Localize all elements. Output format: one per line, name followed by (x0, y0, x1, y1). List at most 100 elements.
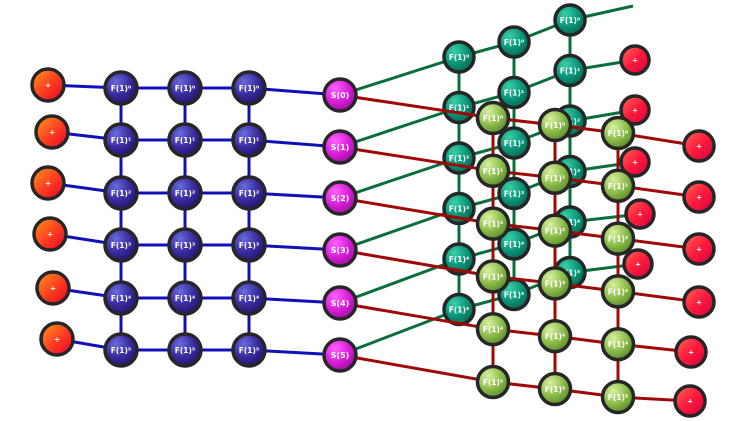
back-grid-node: F(1)¹ (497, 75, 531, 110)
back-grid-node: F(1)⁰ (553, 3, 587, 37)
left-grid-node: F(1)⁴ (103, 280, 139, 316)
left-grid-node-label: F(1)⁵ (239, 346, 259, 355)
front-grid-node-label: F(1)³ (608, 287, 628, 296)
front-output-node-label: + (687, 398, 693, 406)
left-grid-node-label: F(1)² (239, 189, 259, 198)
split-to-front-edge (339, 196, 494, 226)
left-grid-node: F(1)³ (103, 227, 139, 263)
split-to-back-edge (339, 106, 460, 149)
left-grid-node-label: F(1)⁵ (175, 346, 195, 355)
front-output-node-label: + (688, 349, 694, 357)
left-grid-node: F(1)⁰ (103, 70, 139, 106)
input-node-label: + (49, 129, 55, 137)
left-grid-node-label: F(1)² (111, 189, 131, 198)
back-output-node-label: + (635, 261, 641, 269)
split-to-front-edge (339, 145, 494, 173)
input-node-label: + (54, 336, 60, 344)
front-output-node: + (682, 180, 716, 214)
back-grid-node-label: F(1)⁰ (449, 53, 469, 62)
left-grid-nodes: + F(1)⁰ F(1)⁰ F(1)⁰ S(0) + F(1)¹ F(1)¹ F(1)¹ S(1)… (30, 67, 358, 373)
split-node-label: S(1) (331, 143, 350, 152)
front-grid-node: F(1)⁵ (475, 364, 511, 400)
input-node: + (32, 216, 68, 252)
left-grid-node: F(1)³ (167, 227, 203, 263)
left-grid-node: F(1)¹ (231, 122, 267, 158)
front-output-node: + (682, 285, 716, 319)
left-grid-node: F(1)¹ (167, 122, 203, 158)
left-grid-node-label: F(1)⁰ (111, 84, 131, 93)
front-grid-node-label: F(1)¹ (545, 174, 565, 183)
left-grid-node: F(1)⁴ (167, 280, 203, 316)
split-to-front-edge (339, 353, 494, 384)
split-node: S(0) (322, 77, 358, 113)
input-node-label: + (45, 180, 51, 188)
left-grid-node-label: F(1)⁰ (175, 84, 195, 93)
split-to-back-edge (339, 257, 460, 305)
input-node-label: + (47, 231, 53, 239)
split-to-back-edge (339, 55, 460, 97)
left-grid-node-label: F(1)³ (111, 241, 131, 250)
back-grid-node-label: F(1)³ (504, 190, 524, 199)
front-grid-node: F(1)⁰ (537, 107, 573, 143)
split-to-front-edge (339, 248, 494, 278)
back-output-node: + (624, 198, 656, 230)
back-grid-node: F(1)¹ (553, 53, 587, 88)
back-output-node-label: + (632, 57, 638, 65)
left-grid-node-label: F(1)⁰ (239, 84, 259, 93)
back-grid-node-label: F(1)³ (449, 205, 469, 214)
left-grid-node-label: F(1)⁵ (111, 346, 131, 355)
front-output-node: + (682, 232, 716, 266)
front-grid-node: F(1)² (600, 221, 636, 256)
left-grid-node-label: F(1)¹ (175, 136, 195, 145)
front-grid-node: F(1)⁵ (537, 371, 573, 407)
front-grid-node-label: F(1)¹ (483, 167, 503, 176)
back-grid-node: F(1)⁰ (442, 40, 476, 74)
back-output-node-label: + (632, 107, 638, 115)
front-grid-node: F(1)⁴ (600, 326, 636, 362)
back-grid-node: F(1)⁴ (442, 242, 476, 276)
back-grid-node-label: F(1)⁰ (504, 38, 524, 47)
split-node-label: S(0) (331, 91, 350, 100)
front-grid-node: F(1)⁵ (600, 379, 636, 415)
left-grid-node-label: F(1)¹ (239, 136, 259, 145)
front-grid-node-label: F(1)² (545, 227, 565, 236)
front-grid-node-label: F(1)⁰ (608, 129, 628, 138)
front-grid-node-label: F(1)⁰ (483, 114, 503, 123)
split-node: S(4) (322, 285, 358, 321)
front-grid-node: F(1)¹ (537, 160, 573, 196)
front-output-node: + (674, 335, 708, 369)
back-grid-node-label: F(1)⁴ (449, 255, 469, 264)
back-output-node: + (619, 94, 651, 126)
split-to-back-edge (339, 308, 460, 357)
front-grid-node: F(1)³ (537, 266, 573, 301)
left-grid-node: F(1)⁵ (103, 332, 139, 368)
front-grid-nodes: F(1)⁰F(1)⁰F(1)⁰F(1)¹F(1)¹F(1)¹F(1)²F(1)²… (475, 100, 716, 418)
left-grid-node-label: F(1)⁴ (239, 294, 259, 303)
front-grid-node: F(1)³ (475, 259, 511, 294)
split-node-label: S(3) (331, 246, 350, 255)
split-node: S(1) (322, 129, 358, 165)
back-grid-node: F(1)⁵ (442, 292, 476, 327)
split-to-front-edge (339, 93, 494, 120)
front-grid-node: F(1)⁰ (475, 100, 511, 136)
front-grid-node-label: F(1)² (608, 235, 628, 244)
back-grid-nodes: F(1)⁰ F(1)⁰ F(1)⁰ F(1)¹ F(1)¹ F(1)¹ F(1)² F(1)²… (442, 3, 656, 327)
left-grid-node: F(1)⁰ (231, 70, 267, 106)
back-grid-node-label: F(1)¹ (504, 89, 524, 98)
left-grid-node-label: F(1)³ (239, 241, 259, 250)
back-output-node: + (619, 146, 651, 178)
left-grid-node: F(1)² (231, 175, 267, 211)
front-output-node: + (673, 384, 707, 418)
left-grid-node: F(1)⁵ (231, 332, 267, 368)
front-grid-node-label: F(1)⁵ (608, 393, 628, 402)
split-to-back-edge (339, 156, 460, 200)
front-grid-node-label: F(1)² (483, 220, 503, 229)
front-grid-node-label: F(1)³ (483, 272, 503, 281)
left-grid-node: F(1)¹ (103, 122, 139, 158)
left-grid-node-label: F(1)³ (175, 241, 195, 250)
front-grid-node: F(1)⁴ (537, 318, 573, 354)
back-grid-node-label: F(1)⁰ (560, 16, 580, 25)
back-output-node: + (619, 44, 651, 76)
left-grid-node-label: F(1)⁴ (175, 294, 195, 303)
back-grid-node: F(1)⁴ (497, 227, 531, 261)
